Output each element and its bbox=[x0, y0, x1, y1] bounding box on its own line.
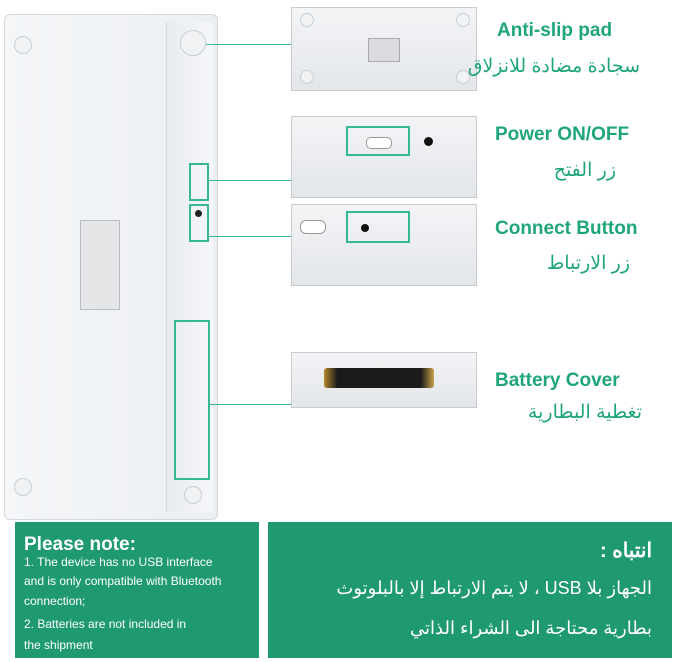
connect-button-zoom bbox=[346, 211, 410, 243]
anti-slip-foot-bottom-right bbox=[184, 486, 202, 504]
connect-button-highlight bbox=[189, 204, 209, 242]
note-ar-title: انتباه : bbox=[600, 540, 652, 562]
anti-slip-foot-top-left bbox=[14, 36, 32, 54]
note-line-2: and is only compatible with Bluetooth bbox=[24, 574, 222, 588]
panel-foot-tl bbox=[300, 13, 314, 27]
power-switch-highlight bbox=[189, 163, 209, 201]
power-label-en: Power ON/OFF bbox=[495, 124, 630, 145]
note-title: Please note: bbox=[24, 534, 136, 555]
battery-icon bbox=[324, 368, 434, 388]
panel-foot-br bbox=[456, 70, 470, 84]
note-line-4: 2. Batteries are not included in bbox=[24, 617, 187, 631]
note-english: Please note: 1. The device has no USB in… bbox=[15, 522, 259, 658]
panel-foot-bl bbox=[300, 70, 314, 84]
connect-label-en: Connect Button bbox=[495, 218, 638, 239]
battery-detail-panel bbox=[291, 352, 477, 408]
connect-dot-small bbox=[424, 137, 433, 146]
connector-line-connect bbox=[209, 236, 291, 237]
anti-slip-foot-highlight bbox=[180, 30, 206, 56]
anti-slip-detail-panel bbox=[291, 7, 477, 91]
battery-label-en: Battery Cover bbox=[495, 370, 620, 391]
connect-button-dot bbox=[195, 210, 202, 217]
note-ar-line-1: الجهاز بلا USB ، لا يتم الارتباط إلا بال… bbox=[336, 578, 652, 598]
battery-cover-highlight bbox=[174, 320, 210, 480]
connect-button-icon bbox=[361, 224, 369, 232]
note-arabic: انتباه : الجهاز بلا USB ، لا يتم الارتبا… bbox=[268, 522, 672, 658]
connector-line-battery bbox=[210, 404, 291, 405]
note-line-1: 1. The device has no USB interface bbox=[24, 555, 213, 569]
anti-slip-foot-bottom-left bbox=[14, 478, 32, 496]
connector-line-anti-slip bbox=[206, 44, 292, 45]
anti-slip-label-ar: سجادة مضادة للانزلاق bbox=[467, 56, 640, 77]
connect-detail-panel bbox=[291, 204, 477, 286]
power-detail-panel bbox=[291, 116, 477, 198]
note-ar-line-2: بطارية محتاجة الى الشراء الذاتي bbox=[410, 618, 652, 638]
battery-label-ar: تغطية البطارية bbox=[527, 402, 642, 423]
power-toggle-small-icon bbox=[300, 220, 326, 234]
anti-slip-label-en: Anti-slip pad bbox=[497, 20, 613, 41]
power-switch-zoom bbox=[346, 126, 410, 156]
power-label-ar: زر الفتح bbox=[553, 160, 616, 181]
connect-label-ar: زر الارتباط bbox=[546, 253, 630, 274]
note-line-3: connection; bbox=[24, 594, 86, 608]
power-toggle-icon bbox=[366, 137, 392, 149]
connector-line-power bbox=[209, 180, 291, 181]
keyboard-rear-strip bbox=[166, 22, 213, 512]
panel-label-plate bbox=[368, 38, 400, 62]
product-label-plate bbox=[80, 220, 120, 310]
note-line-5: the shipment bbox=[24, 638, 93, 652]
panel-foot-tr bbox=[456, 13, 470, 27]
